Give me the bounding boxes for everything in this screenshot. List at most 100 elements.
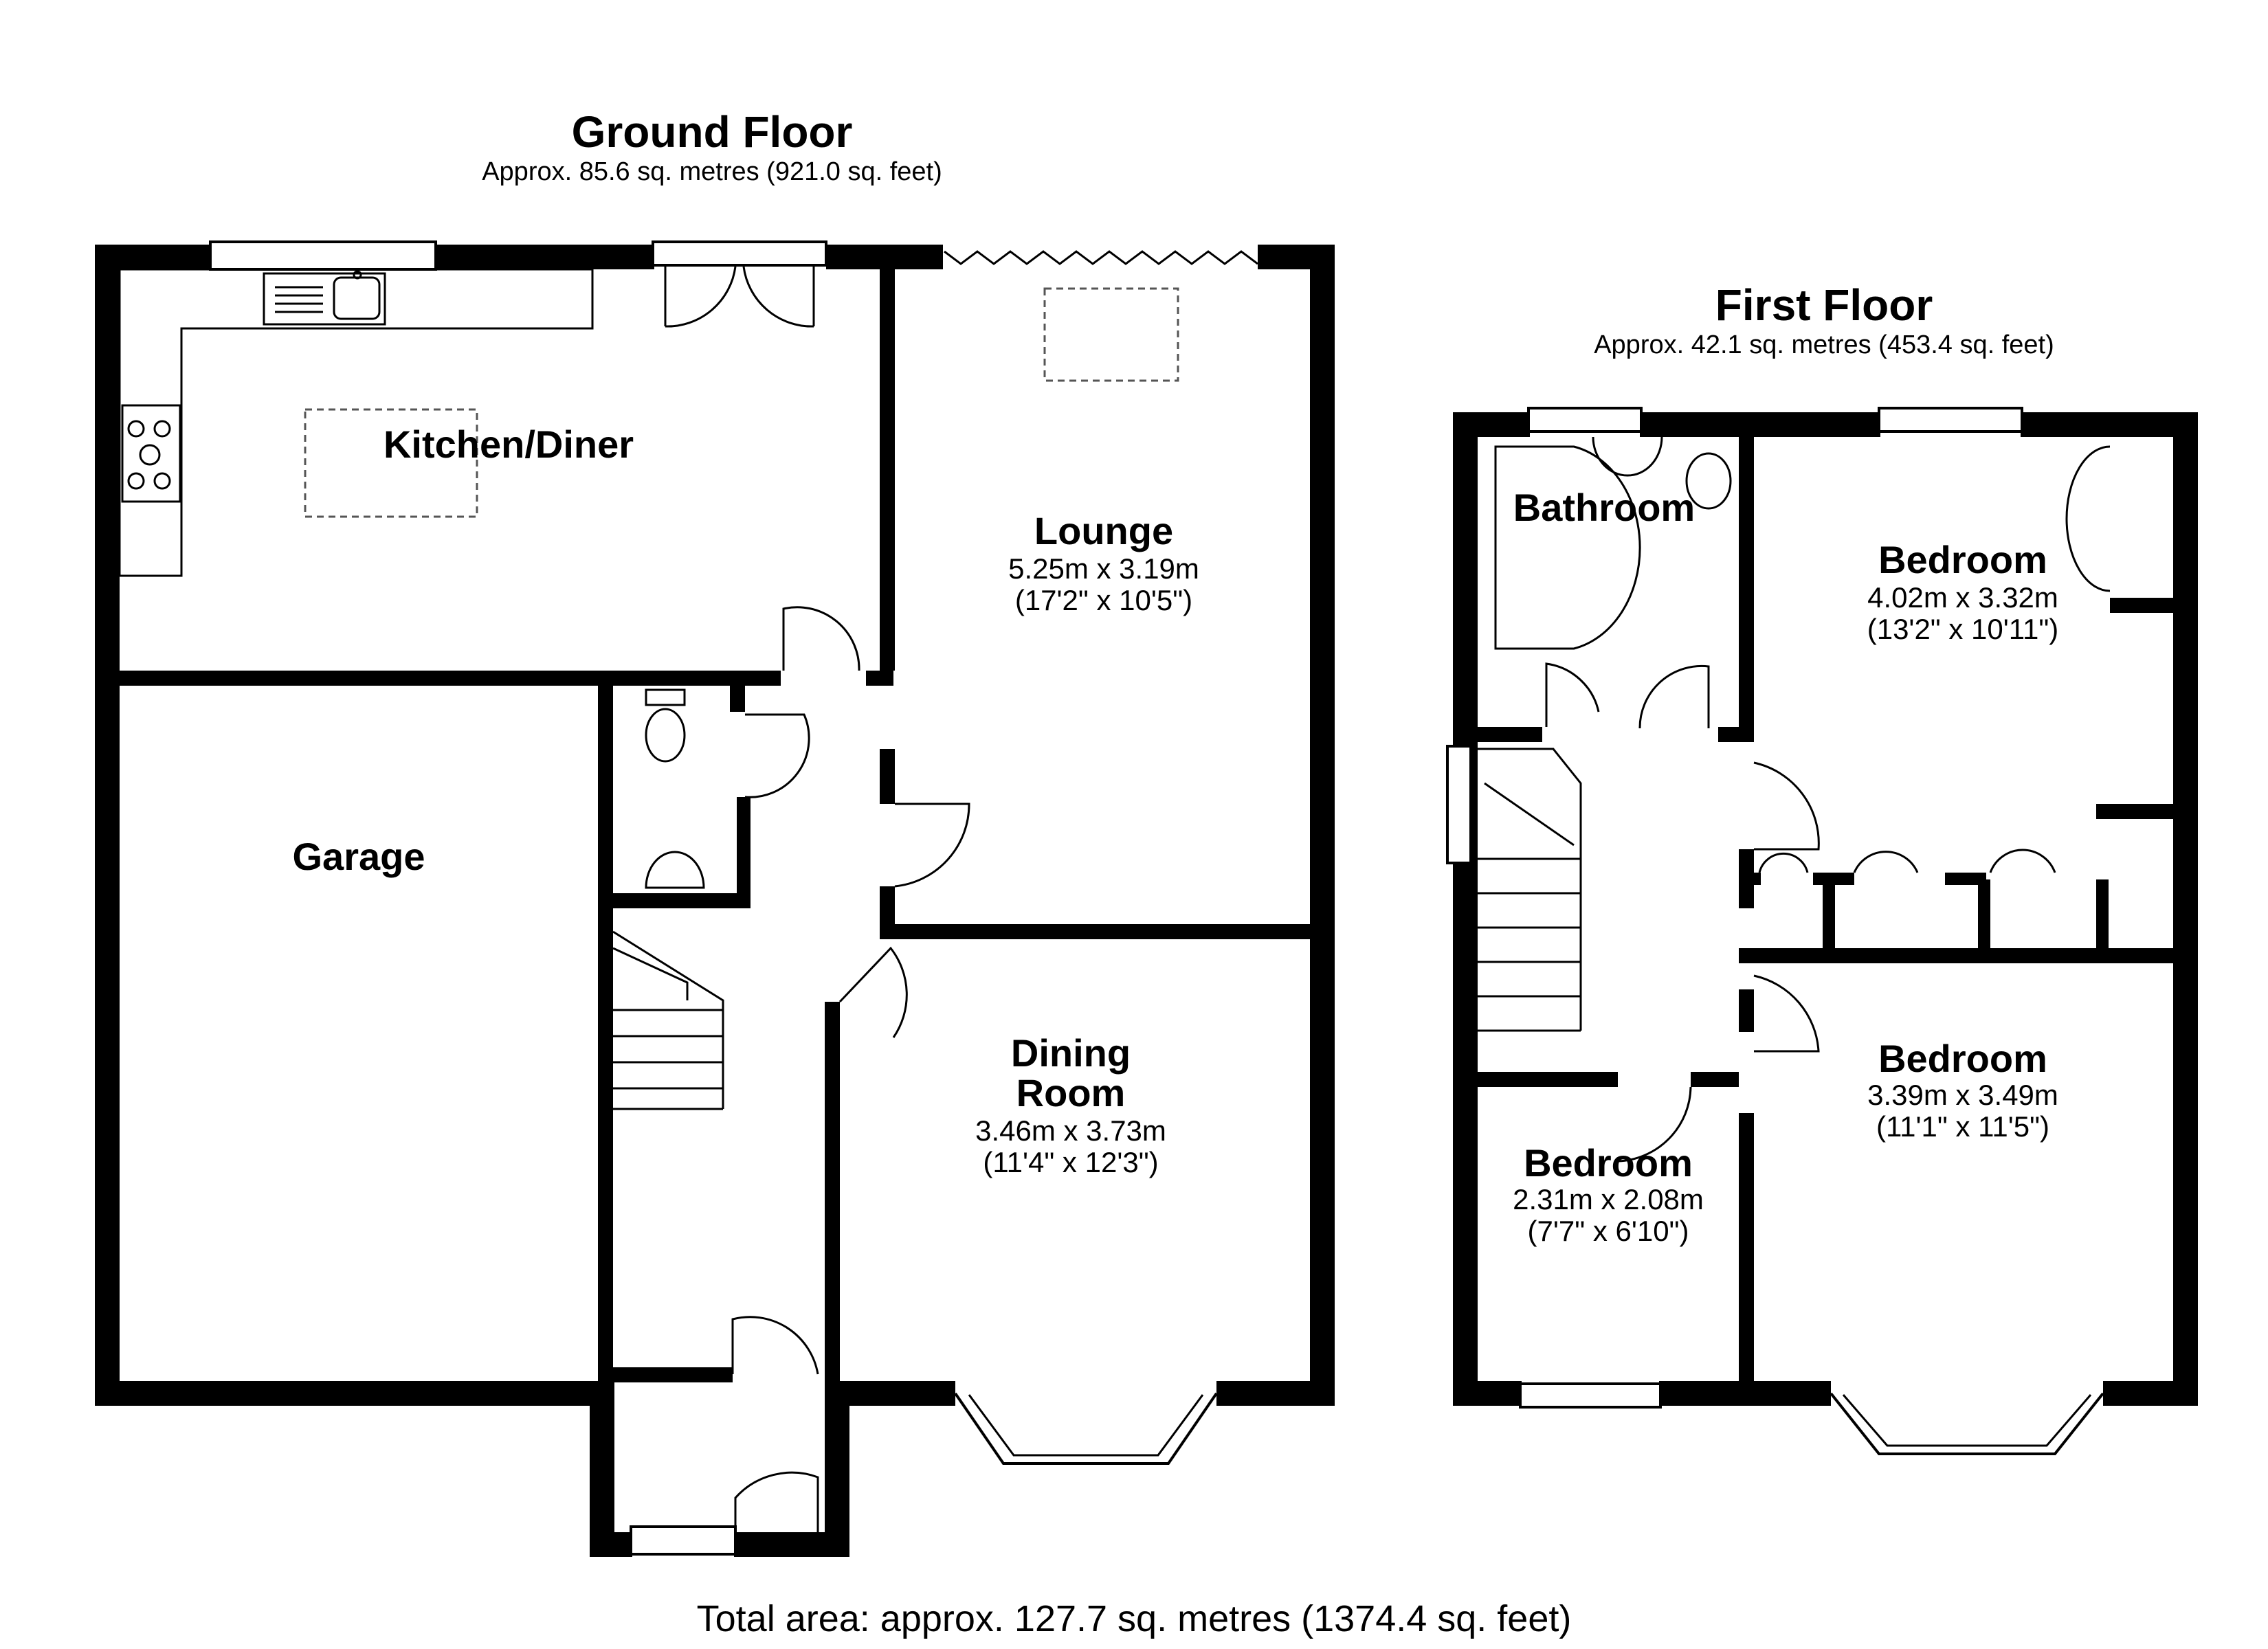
- wardrobe-doors: [1758, 445, 2111, 873]
- door-porch: [731, 1316, 819, 1375]
- wall: [866, 671, 893, 686]
- french-door-frame: [652, 240, 827, 267]
- bifold-doors: [944, 250, 1258, 265]
- dining-room-imperial: (11'4" x 12'3"): [983, 1146, 1158, 1178]
- door-lounge: [894, 803, 970, 888]
- wall: [1467, 1072, 1618, 1087]
- wall: [598, 680, 613, 1395]
- first-floor-stairs: [1478, 748, 1582, 1032]
- wall: [1739, 989, 1754, 1032]
- wall: [590, 1381, 614, 1553]
- window: [630, 1525, 737, 1556]
- first-floor-title: First Floor: [1715, 280, 1933, 330]
- wall: [95, 671, 781, 686]
- wall: [1216, 1381, 1335, 1406]
- door-bedroom-2: [1753, 974, 1820, 1053]
- wall: [1310, 245, 1335, 1406]
- door-bathroom: [1545, 662, 1600, 727]
- sink-drainer: [263, 272, 386, 326]
- wall: [1978, 879, 1990, 948]
- wall: [737, 797, 751, 907]
- wall: [95, 1381, 590, 1406]
- dining-room-metric: 3.46m x 3.73m: [975, 1114, 1166, 1147]
- ground-floor-plan: [95, 240, 1335, 1557]
- wall: [1739, 1113, 1754, 1395]
- window: [1878, 407, 2023, 433]
- window: [1527, 407, 1643, 433]
- kitchen-island: [304, 408, 478, 518]
- door-wc: [744, 713, 810, 798]
- first-floor-area: Approx. 42.1 sq. metres (453.4 sq. feet): [1594, 330, 2054, 359]
- bedroom-1-label: Bedroom: [1878, 538, 2047, 581]
- wall: [1453, 412, 1478, 1406]
- wall: [1453, 1381, 1522, 1406]
- bedroom-3-label: Bedroom: [1524, 1141, 1693, 1185]
- kitchen-diner-label: Kitchen/Diner: [383, 423, 634, 466]
- wall: [2103, 1381, 2198, 1406]
- wall: [95, 245, 212, 269]
- bay-window-glazing: [1842, 1394, 2092, 1447]
- french-door-right: [742, 266, 815, 328]
- window: [209, 240, 437, 271]
- bath-icon: [1494, 445, 1641, 650]
- bedroom-1-metric: 4.02m x 3.32m: [1867, 581, 2058, 614]
- wall: [2096, 879, 2109, 948]
- kitchen-worktop: [118, 268, 594, 577]
- wall: [1453, 412, 1530, 437]
- door-front: [734, 1471, 819, 1549]
- wall: [2110, 598, 2186, 613]
- wall: [880, 749, 895, 804]
- window: [1519, 1382, 1662, 1409]
- wall: [1945, 873, 1986, 885]
- bedroom-2-imperial: (11'1" x 11'5"): [1876, 1110, 2049, 1143]
- basin-icon: [645, 851, 705, 889]
- wall: [609, 1367, 733, 1382]
- wall: [2021, 412, 2198, 437]
- wall: [1739, 948, 2186, 963]
- wall: [590, 1532, 632, 1557]
- ground-stairs: [612, 930, 724, 1110]
- wall: [1739, 873, 1761, 885]
- wall: [1739, 429, 1754, 728]
- wall: [880, 258, 895, 671]
- door-bedroom-3: [1617, 1086, 1692, 1163]
- wall: [880, 924, 1333, 939]
- lounge-rug: [1043, 287, 1179, 382]
- hob-icon: [121, 404, 181, 503]
- wall: [880, 886, 895, 934]
- wall: [1718, 727, 1754, 742]
- toilet-icon: [645, 708, 686, 763]
- wall: [434, 245, 654, 269]
- wall: [2173, 412, 2198, 1406]
- bedroom-2-metric: 3.39m x 3.49m: [1867, 1079, 2058, 1111]
- wall: [825, 1381, 849, 1557]
- ground-floor-area: Approx. 85.6 sq. metres (921.0 sq. feet): [482, 157, 942, 186]
- sink-icon: [275, 270, 381, 320]
- wall: [734, 1532, 825, 1557]
- door-landing-bathroom: [1638, 664, 1710, 729]
- wall: [601, 893, 751, 908]
- bay-window-glazing: [968, 1394, 1204, 1457]
- garage-label: Garage: [293, 835, 425, 878]
- toilet-cistern: [645, 688, 686, 706]
- bay-window: [954, 1392, 1218, 1465]
- bedroom-3-metric: 2.31m x 2.08m: [1513, 1183, 1704, 1215]
- first-floor-plan: [1446, 407, 2198, 1455]
- door-bedroom-1: [1753, 761, 1820, 851]
- bedroom-2-label: Bedroom: [1878, 1037, 2047, 1080]
- wall: [1691, 1072, 1739, 1087]
- bathroom-label: Bathroom: [1513, 486, 1695, 529]
- ground-floor-title: Ground Floor: [572, 107, 853, 157]
- wall: [95, 245, 120, 1406]
- wall: [1640, 412, 1880, 437]
- bathroom-basin-icon: [1592, 436, 1663, 477]
- bedroom-1-imperial: (13'2" x 10'11"): [1867, 613, 2059, 645]
- wall: [825, 1002, 840, 1381]
- dining-room-label-line2: Room: [1016, 1071, 1126, 1114]
- wall: [1823, 879, 1835, 948]
- door-dining: [838, 946, 908, 1038]
- total-area: Total area: approx. 127.7 sq. metres (13…: [697, 1598, 1572, 1639]
- wall: [730, 671, 745, 712]
- french-door-left: [664, 266, 737, 328]
